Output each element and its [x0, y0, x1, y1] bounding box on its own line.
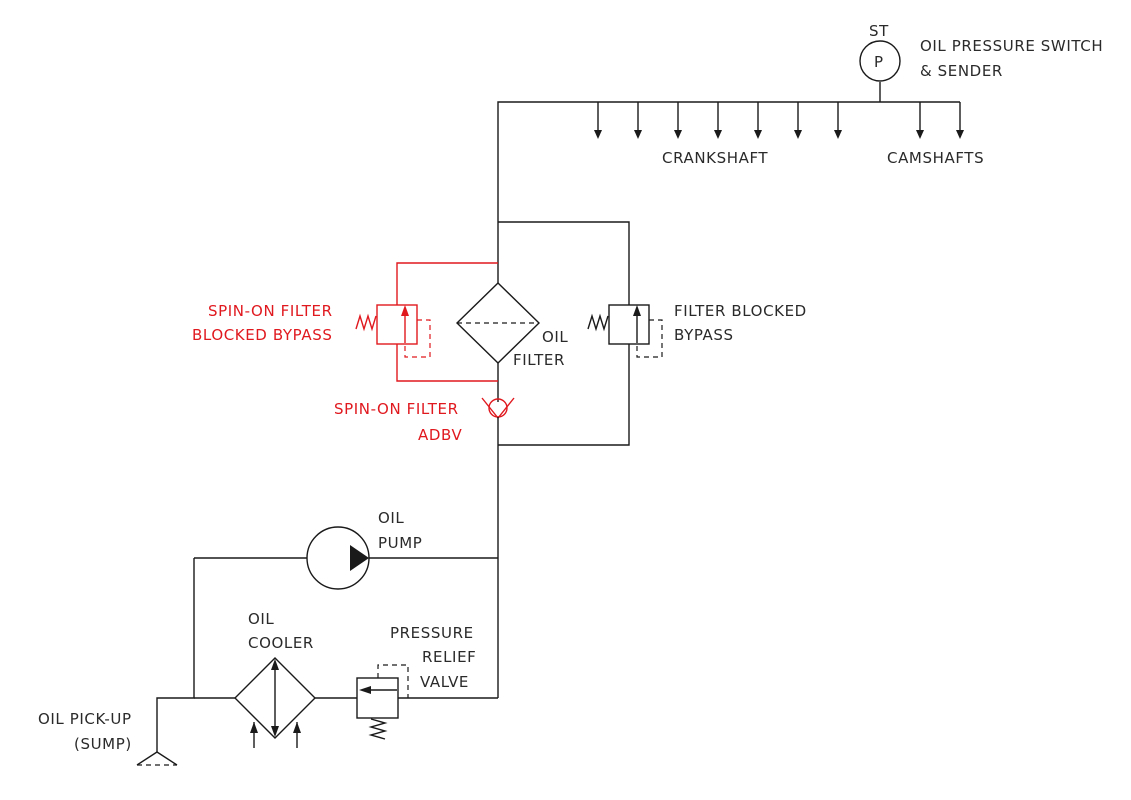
oil-pump-label-2: PUMP [378, 534, 422, 552]
pressure-switch-p-label: P [874, 53, 884, 71]
adbv-label-2: ADBV [418, 426, 462, 444]
oil-pump-label-1: OIL [378, 509, 404, 527]
filter-bypass-label-2: BYPASS [674, 326, 734, 344]
oil-cooler-label-2: COOLER [248, 634, 314, 652]
gallery-feed-arrows [594, 102, 964, 139]
pressure-switch-label-1: OIL PRESSURE SWITCH [920, 37, 1103, 55]
oil-cooler-label-1: OIL [248, 610, 274, 628]
pressure-switch-symbol: ST P [859, 22, 901, 82]
pressure-switch-st-label: ST [869, 22, 889, 40]
pressure-relief-valve [356, 664, 409, 740]
relief-valve-label-1: PRESSURE [390, 624, 474, 642]
oil-pickup-symbol [136, 751, 178, 766]
oil-pickup-label-2: (SUMP) [74, 735, 132, 753]
oil-filter-symbol [455, 222, 541, 402]
spin-on-bypass-valve [355, 262, 498, 382]
pump-delivery-line [369, 417, 499, 698]
oil-pump-symbol [194, 526, 370, 590]
camshafts-label: CAMSHAFTS [887, 149, 984, 167]
spin-on-bypass-label-2: BLOCKED BYPASS [192, 326, 332, 344]
oil-filter-label-2: FILTER [513, 351, 565, 369]
relief-valve-label-3: VALVE [420, 673, 469, 691]
main-gallery [497, 82, 964, 222]
filter-bypass-loop [498, 221, 630, 446]
oil-cooler-symbol [234, 657, 316, 748]
adbv-label-1: SPIN-ON FILTER [334, 400, 459, 418]
crankshaft-label: CRANKSHAFT [662, 149, 768, 167]
relief-valve-label-2: RELIEF [422, 648, 476, 666]
spin-on-bypass-label-1: SPIN-ON FILTER [208, 302, 333, 320]
filter-bypass-label-1: FILTER BLOCKED [674, 302, 807, 320]
oil-filter-label-1: OIL [542, 328, 568, 346]
suction-line [156, 558, 236, 752]
oil-pickup-label-1: OIL PICK-UP [38, 710, 132, 728]
pressure-switch-label-2: & SENDER [920, 62, 1003, 80]
filter-blocked-bypass-valve [587, 304, 663, 358]
